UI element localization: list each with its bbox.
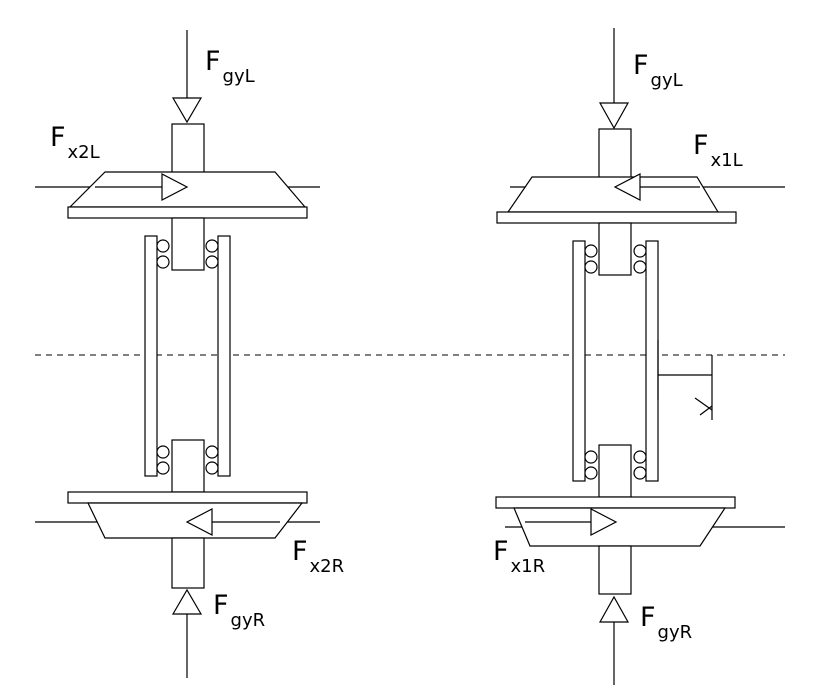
right-assembly (495, 28, 785, 685)
left-assembly (35, 30, 320, 678)
right-lower-ball (633, 450, 647, 464)
right-lower-ball (584, 450, 598, 464)
left-lower-ball (156, 461, 170, 475)
right-top-gear (506, 176, 720, 213)
right-top-hub (598, 128, 632, 180)
right-upper-ball (633, 260, 647, 274)
left-bottom-force-arrowhead (171, 588, 203, 615)
right-bottom-plate (495, 496, 736, 509)
right-lower-ball (633, 466, 647, 480)
left-top-plate (67, 206, 308, 219)
right-bearing-housing-outer-right (645, 240, 659, 482)
left-top-hub (171, 123, 205, 175)
left-lower-stem (171, 439, 205, 493)
right-bottom-hub (598, 545, 632, 595)
right-lower-ball (584, 466, 598, 480)
right-upper-ball (584, 244, 598, 258)
right-upper-stem (598, 222, 632, 276)
right-bottom-gear (513, 507, 727, 547)
left-bottom-hub (171, 537, 205, 589)
right-top-axial-arrowhead (613, 173, 641, 201)
right-bracket-tick (699, 405, 713, 416)
left-upper-ball (205, 255, 219, 269)
left-top-gear (68, 171, 307, 208)
left-bottom-axial-arrowhead (185, 508, 213, 536)
left-upper-ball (156, 255, 170, 269)
left-bearing-housing-outer-left (144, 235, 158, 477)
right-upper-ball (633, 244, 647, 258)
left-lower-ball (156, 445, 170, 459)
right-top-plate (496, 211, 737, 224)
left-bottom-plate (67, 491, 308, 504)
right-bottom-force-arrowhead (598, 595, 630, 623)
right-upper-ball (584, 260, 598, 274)
left-top-axial-arrowhead (161, 173, 189, 201)
left-lower-ball (205, 461, 219, 475)
left-top-force-arrowhead (171, 97, 203, 124)
left-bearing-housing-outer-right (217, 235, 231, 477)
right-lower-stem (598, 444, 632, 498)
left-lower-ball (205, 445, 219, 459)
right-bearing-housing-outer-left (572, 240, 586, 482)
right-top-force-arrowhead (598, 102, 630, 130)
left-upper-ball (205, 239, 219, 253)
right-bottom-axial-arrowhead (590, 508, 618, 536)
left-upper-ball (156, 239, 170, 253)
left-upper-stem (171, 217, 205, 271)
